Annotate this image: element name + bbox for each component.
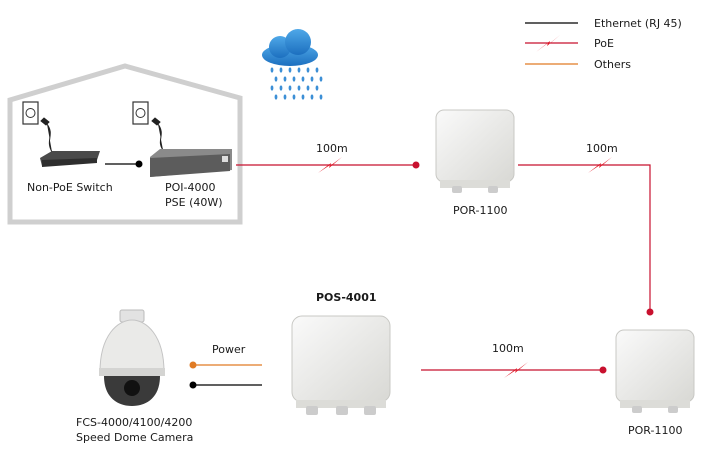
raindrop [270,67,274,73]
raindrop [270,85,274,91]
raindrop [274,76,278,82]
house-outline [7,63,243,225]
raindrop [297,67,301,73]
raindrop [297,85,301,91]
connector-dot [189,381,197,389]
raindrop [288,85,292,91]
por-top-label: POR-1100 [453,204,507,217]
rain-cloud-icon [262,29,323,100]
raindrop [319,94,323,100]
link-3-distance: 100m [492,342,524,355]
raindrop [306,85,310,91]
raindrop [310,76,314,82]
raindrop [315,67,319,73]
connector-dot [189,361,197,369]
raindrop [279,67,283,73]
connector-dot [135,160,143,168]
poe-link-2 [518,164,651,312]
pse-desc-label: PSE (40W) [165,196,223,209]
pos-4001-device [291,315,391,415]
raindrop [279,85,283,91]
lightning-icon [504,362,528,378]
raindrop [288,67,292,73]
raindrop [274,94,278,100]
raindrop [301,76,305,82]
lightning-icon [318,157,342,173]
legend-poe-label: PoE [594,37,614,50]
raindrop [315,85,319,91]
raindrop [306,67,310,73]
camera-model-label: FCS-4000/4100/4200 [76,416,192,429]
raindrop [292,76,296,82]
speed-dome-camera-device [99,309,165,406]
legend-others-label: Others [594,58,631,71]
pos-label: POS-4001 [316,291,377,304]
connector-dot [646,308,654,316]
power-label: Power [212,343,246,356]
power-outlet-icon [132,101,164,151]
raindrop [283,76,287,82]
por-1100-bottom-device [615,329,695,413]
lightning-icon [536,35,560,52]
connector-dot [599,366,607,374]
switch-label: Non-PoE Switch [27,181,113,194]
raindrop [301,94,305,100]
camera-desc-label: Speed Dome Camera [76,431,193,444]
power-outlet-icon [22,101,53,153]
lightning-icon [588,157,612,173]
connector-dot [412,161,420,169]
legend-ethernet-label: Ethernet (RJ 45) [594,17,682,30]
raindrop [292,94,296,100]
por-bottom-label: POR-1100 [628,424,682,437]
por-1100-top-device [435,109,515,193]
raindrop [310,94,314,100]
legend: Ethernet (RJ 45) PoE Others [525,17,682,71]
link-1-distance: 100m [316,142,348,155]
non-poe-switch-device [40,151,100,167]
link-2-distance: 100m [586,142,618,155]
pse-model-label: POI-4000 [165,181,216,194]
raindrop [319,76,323,82]
poi-4000-device [150,149,232,177]
raindrop [283,94,287,100]
